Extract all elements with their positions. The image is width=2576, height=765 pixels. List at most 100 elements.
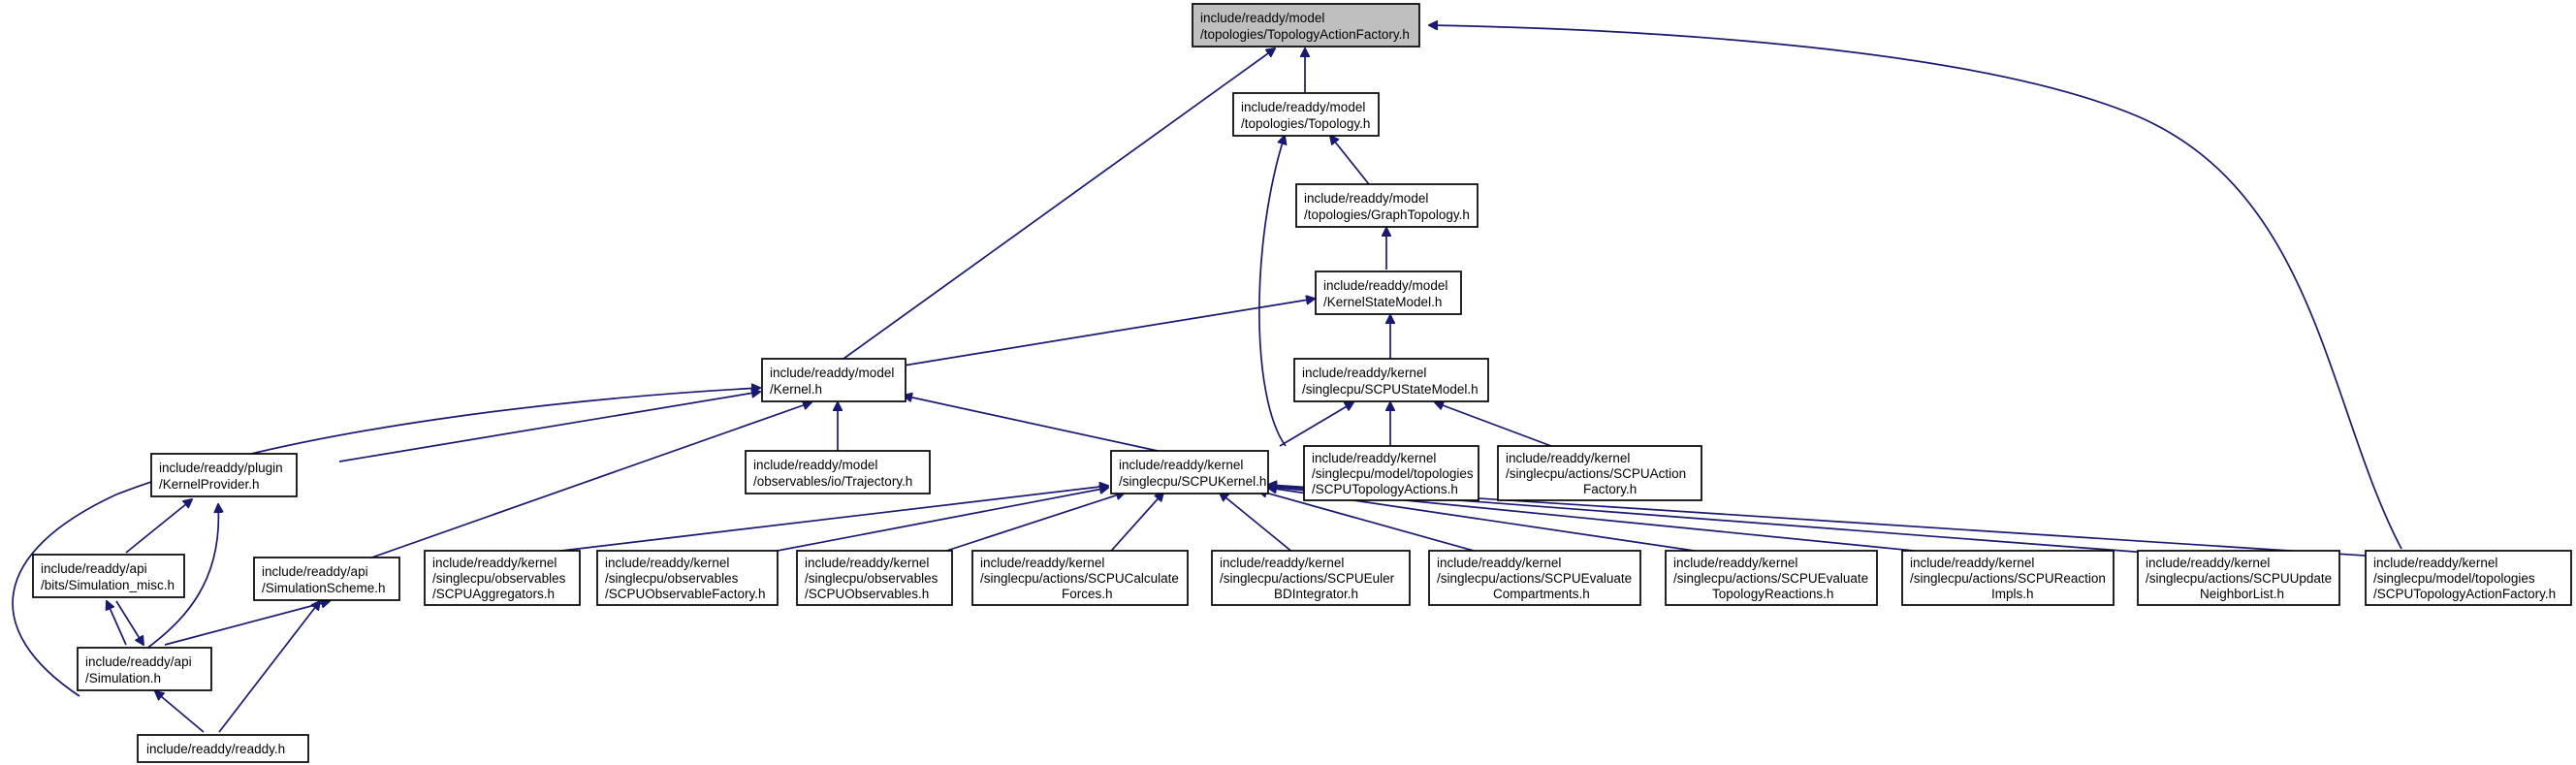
node-topology[interactable]: include/readdy/model /topologies/Topolog… [1232, 92, 1380, 137]
node-label-line: include/readdy/kernel [1910, 556, 2034, 570]
node-label-line: include/readdy/model [1304, 191, 1428, 206]
edge-graphtopology-topology [1330, 136, 1370, 185]
edge-euler-scpukernel [1220, 493, 1300, 558]
node-label-line: /topologies/GraphTopology.h [1304, 207, 1470, 222]
node-scpu-evaluate-topology-reactions[interactable]: include/readdy/kernel /singlecpu/actions… [1665, 550, 1878, 606]
node-simulation-misc[interactable]: include/readdy/api /bits/Simulation_misc… [32, 554, 185, 598]
edge-scputopologyactions-topology [1258, 136, 1286, 447]
edge-scputopactionfactory-root [1429, 25, 2402, 550]
node-label-line: /singlecpu/observables [605, 571, 739, 586]
node-label-line: include/readdy/readdy.h [146, 742, 285, 756]
node-label-line: /SCPUTopologyActions.h [1312, 482, 1458, 496]
node-label-line: include/readdy/kernel [1119, 458, 1243, 472]
node-label-line: include/readdy/api [85, 654, 192, 669]
edge-kernel-kernelstatemodel [903, 299, 1315, 367]
edge-simscheme-kernel [363, 402, 811, 561]
node-label-line: /singlecpu/model/topologies [1312, 466, 1474, 481]
node-label-line: include/readdy/kernel [1506, 451, 1630, 465]
edge-kernelprovider-kernel [338, 392, 760, 462]
node-scpu-euler-bd-integrator[interactable]: include/readdy/kernel /singlecpu/actions… [1211, 550, 1411, 606]
node-kernel-state-model[interactable]: include/readdy/model /KernelStateModel.h [1315, 271, 1462, 315]
node-label-line: /singlecpu/actions/SCPUEvaluate [1673, 571, 1868, 586]
node-label-line: /Simulation.h [85, 671, 161, 685]
node-topology-action-factory[interactable]: include/readdy/model /topologies/Topolog… [1192, 3, 1420, 48]
node-trajectory[interactable]: include/readdy/model /observables/io/Tra… [745, 450, 931, 494]
node-label-line: include/readdy/kernel [1220, 556, 1344, 570]
edge-simmisc-simulation [115, 600, 143, 645]
node-label-line: /observables/io/Trajectory.h [753, 474, 912, 489]
node-label-line: /SCPUTopologyActionFactory.h [2373, 587, 2556, 601]
node-scpu-observable-factory[interactable]: include/readdy/kernel /singlecpu/observa… [596, 550, 779, 606]
node-label-line: Impls.h [1991, 587, 2034, 601]
node-kernel-provider[interactable]: include/readdy/plugin /KernelProvider.h [150, 453, 298, 497]
node-label-line: include/readdy/plugin [159, 461, 283, 475]
node-label-line: include/readdy/model [1323, 278, 1447, 293]
node-scpu-reaction-impls[interactable]: include/readdy/kernel /singlecpu/actions… [1901, 550, 2115, 606]
node-kernel[interactable]: include/readdy/model /Kernel.h [761, 358, 906, 402]
edge-simulation-simscheme [164, 601, 330, 646]
edge-simulation-kernelprovider [144, 504, 218, 651]
node-label-line: /SimulationScheme.h [262, 581, 386, 595]
node-label-line: include/readdy/api [262, 564, 368, 579]
node-label-line: include/readdy/model [753, 458, 877, 472]
node-label-line: /singlecpu/model/topologies [2373, 571, 2535, 586]
node-scpu-calculate-forces[interactable]: include/readdy/kernel /singlecpu/actions… [971, 550, 1189, 606]
edge-readdy-simulation [155, 691, 205, 733]
node-graph-topology[interactable]: include/readdy/model /topologies/GraphTo… [1295, 183, 1479, 228]
node-label-line: /singlecpu/SCPUStateModel.h [1302, 382, 1479, 397]
node-label-line: /topologies/Topology.h [1241, 116, 1370, 131]
edges [12, 25, 2402, 733]
node-label-line: /Kernel.h [770, 382, 822, 397]
node-label-line: include/readdy/model [1241, 100, 1365, 114]
node-simulation-scheme[interactable]: include/readdy/api /SimulationScheme.h [253, 557, 400, 601]
edge-kernel-root [843, 48, 1275, 360]
node-label-line: /singlecpu/actions/SCPUReaction [1910, 571, 2106, 586]
node-label-line: include/readdy/kernel [1312, 451, 1436, 465]
node-label-line: include/readdy/api [41, 561, 147, 576]
node-scpu-topology-actions[interactable]: include/readdy/kernel /singlecpu/model/t… [1303, 445, 1479, 501]
node-scpu-aggregators[interactable]: include/readdy/kernel /singlecpu/observa… [424, 550, 581, 606]
node-scpu-state-model[interactable]: include/readdy/kernel /singlecpu/SCPUSta… [1293, 358, 1489, 402]
node-label-line: /KernelProvider.h [159, 477, 260, 492]
node-label-line: /KernelStateModel.h [1323, 295, 1442, 309]
node-label-line: include/readdy/kernel [2373, 556, 2497, 570]
node-scpu-update-neighbor-list[interactable]: include/readdy/kernel /singlecpu/actions… [2137, 550, 2340, 606]
node-scpu-kernel[interactable]: include/readdy/kernel /singlecpu/SCPUKer… [1110, 450, 1269, 494]
node-scpu-evaluate-compartments[interactable]: include/readdy/kernel /singlecpu/actions… [1428, 550, 1641, 606]
node-scpu-action-factory[interactable]: include/readdy/kernel /singlecpu/actions… [1497, 445, 1702, 501]
node-readdy[interactable]: include/readdy/readdy.h [137, 734, 309, 763]
node-label-line: TopologyReactions.h [1712, 587, 1833, 601]
edge-scpukernel-kernel [904, 396, 1203, 462]
edge-scpukernel-scpustatemodel [1279, 402, 1353, 447]
node-label-line: include/readdy/kernel [605, 556, 729, 570]
node-label-line: /singlecpu/actions/SCPUEuler [1220, 571, 1395, 586]
node-label-line: include/readdy/kernel [2146, 556, 2270, 570]
node-label-line: /singlecpu/observables [432, 571, 566, 586]
edge-simulation-simmisc [107, 601, 127, 646]
node-label-line: include/readdy/kernel [1437, 556, 1561, 570]
edge-compartments-scpukernel [1258, 491, 1499, 558]
node-label-line: Factory.h [1583, 482, 1637, 496]
node-label-line: BDIntegrator.h [1274, 587, 1358, 601]
node-label-line: /singlecpu/actions/SCPUUpdate [2146, 571, 2332, 586]
node-label-line: /singlecpu/SCPUKernel.h [1119, 474, 1266, 489]
node-label-line: NeighborList.h [2200, 587, 2284, 601]
edge-scpuactionfactory-scpustatemodel [1435, 402, 1552, 447]
node-label-line: /SCPUObservableFactory.h [605, 587, 766, 601]
node-label-line: include/readdy/kernel [805, 556, 929, 570]
node-simulation[interactable]: include/readdy/api /Simulation.h [77, 647, 212, 691]
node-label-line: include/readdy/model [770, 366, 894, 380]
edge-observables-scpukernel [925, 493, 1125, 558]
edge-aggregators-scpukernel [503, 486, 1108, 558]
node-scpu-observables[interactable]: include/readdy/kernel /singlecpu/observa… [796, 550, 953, 606]
node-label-line: include/readdy/kernel [1302, 366, 1426, 380]
node-scpu-topology-action-factory[interactable]: include/readdy/kernel /singlecpu/model/t… [2365, 550, 2572, 606]
edge-simmisc-kernelprovider [125, 499, 192, 554]
node-label-line: /singlecpu/actions/SCPUAction [1506, 466, 1686, 481]
node-label-line: include/readdy/model [1200, 11, 1324, 25]
node-label-line: include/readdy/kernel [1673, 556, 1797, 570]
node-label-line: Forces.h [1062, 587, 1113, 601]
node-label-line: /singlecpu/observables [805, 571, 938, 586]
node-label-line: /SCPUAggregators.h [432, 587, 555, 601]
